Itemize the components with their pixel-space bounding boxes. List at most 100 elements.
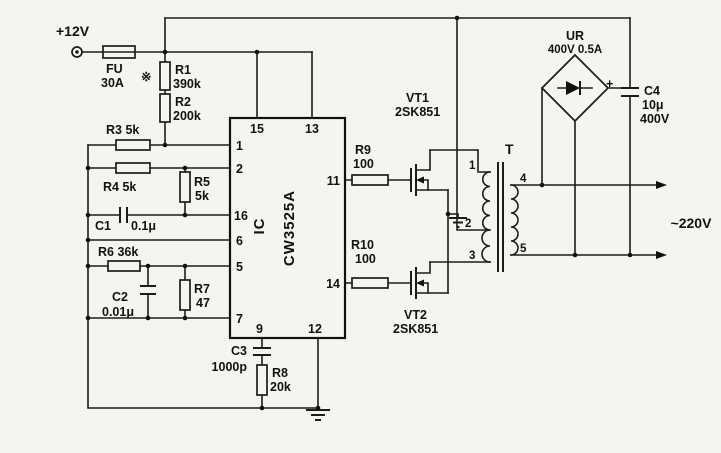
r3-label: R3 5k — [106, 123, 139, 137]
mosfet-arrow-icon — [416, 176, 424, 184]
ic-pin-numbers: 15 13 1 2 16 6 5 7 9 12 11 14 — [234, 122, 340, 336]
r5-ref: R5 — [194, 175, 210, 189]
transformer-core — [497, 162, 504, 272]
ic-body — [228, 116, 347, 340]
c1-value: 0.1μ — [131, 219, 156, 233]
resistor-icon — [179, 279, 191, 311]
ic-cw3525a: IC CW3525A 15 13 1 2 16 6 5 7 9 12 11 14 — [228, 116, 347, 340]
rectifier-rating: 400V 0.5A — [548, 44, 602, 56]
r1-ref: R1 — [175, 63, 191, 77]
arrow-icon — [656, 251, 667, 259]
vt2-ref: VT2 — [404, 308, 427, 322]
resistor-r8: R8 20k — [256, 364, 291, 396]
resistor-icon — [351, 277, 389, 289]
resistor-r3: R3 5k — [106, 123, 151, 151]
capacitor-icon — [253, 347, 271, 356]
mosfet-vt2: VT2 2SK851 — [393, 261, 449, 336]
junction-dots — [85, 15, 633, 411]
resistor-r9: R9 100 — [351, 143, 389, 186]
pin-7: 7 — [236, 312, 243, 326]
resistor-r4: R4 5k — [103, 162, 151, 194]
resistor-r7: R7 47 — [179, 279, 210, 311]
resistor-r2: R2 200k — [159, 93, 201, 123]
pin-9: 9 — [256, 322, 263, 336]
r10-ref: R10 — [351, 238, 374, 252]
c2-value: 0.01μ — [102, 305, 134, 319]
resistor-r1: R1 390k — [159, 61, 201, 91]
ground-mid — [447, 213, 467, 228]
bridge-diamond — [540, 53, 610, 123]
resistor-icon — [256, 364, 268, 396]
pin-5: 5 — [236, 260, 243, 274]
pin-12: 12 — [308, 322, 322, 336]
pin-6: 6 — [236, 234, 243, 248]
drain-lead — [415, 261, 431, 274]
drain-lead — [415, 149, 431, 171]
tap-2: 2 — [465, 218, 471, 230]
ground-icon — [306, 409, 330, 421]
tap-3: 3 — [469, 250, 475, 262]
r5-value: 5k — [195, 189, 209, 203]
ic-label: IC — [251, 218, 268, 235]
fuse-value: 30A — [101, 76, 124, 90]
c3-ref: C3 — [231, 344, 247, 358]
ground-icon — [449, 217, 467, 228]
pin-16: 16 — [234, 209, 248, 223]
ground-bottom — [306, 409, 330, 421]
power-input-terminal: +12V — [56, 23, 90, 58]
rectifier-ref: UR — [566, 29, 584, 43]
resistor-r10: R10 100 — [351, 238, 389, 289]
r7-ref: R7 — [194, 282, 210, 296]
transformer-t: T 1 2 3 4 5 — [465, 141, 527, 272]
r9-value: 100 — [353, 157, 374, 171]
resistor-icon — [107, 260, 141, 272]
capacitor-c1: C1 0.1μ — [95, 207, 156, 233]
c4-polarity: + — [606, 77, 613, 91]
c2-ref: C2 — [112, 290, 128, 304]
pin-14: 14 — [326, 277, 340, 291]
resistor-icon — [115, 139, 151, 151]
bridge-rectifier-ur: UR 400V 0.5A — [540, 29, 610, 123]
fuse-fu: FU 30A ※ — [101, 45, 151, 90]
tap-4: 4 — [520, 173, 527, 185]
note-mark: ※ — [141, 70, 151, 84]
capacitor-c3: C3 1000p — [212, 344, 271, 374]
r2-ref: R2 — [175, 95, 191, 109]
c4-value: 10μ — [642, 98, 664, 112]
fuse-icon — [102, 45, 136, 59]
r2-value: 200k — [173, 109, 201, 123]
r6-label: R6 36k — [98, 245, 138, 259]
capacitor-icon — [119, 207, 128, 223]
pin-1: 1 — [236, 139, 243, 153]
resistor-icon — [159, 61, 171, 91]
resistor-icon — [115, 162, 151, 174]
output-voltage-label: ~220V — [671, 215, 713, 231]
capacitor-c4: + C4 10μ 400V — [606, 77, 670, 126]
r9-ref: R9 — [355, 143, 371, 157]
wires — [81, 17, 659, 409]
r8-ref: R8 — [272, 366, 288, 380]
pin-2: 2 — [236, 162, 243, 176]
diode-icon — [566, 81, 580, 95]
resistor-r5: R5 5k — [179, 171, 210, 203]
mosfet-vt1: VT1 2SK851 — [395, 91, 449, 196]
vt1-part: 2SK851 — [395, 105, 440, 119]
capacitor-icon — [621, 87, 639, 97]
supply-label: +12V — [56, 23, 90, 39]
fuse-ref: FU — [106, 62, 123, 76]
r7-value: 47 — [196, 296, 210, 310]
c3-value: 1000p — [212, 360, 248, 374]
vt1-ref: VT1 — [406, 91, 429, 105]
transformer-ref: T — [505, 141, 514, 157]
resistor-r6: R6 36k — [98, 245, 141, 272]
r4-label: R4 5k — [103, 180, 136, 194]
c4-voltage: 400V — [640, 112, 670, 126]
r1-value: 390k — [173, 77, 201, 91]
pin-15: 15 — [250, 122, 264, 136]
c4-ref: C4 — [644, 84, 660, 98]
ic-part-number: CW3525A — [281, 190, 298, 266]
r8-value: 20k — [270, 380, 291, 394]
resistor-icon — [351, 174, 389, 186]
pin-11: 11 — [327, 174, 340, 188]
